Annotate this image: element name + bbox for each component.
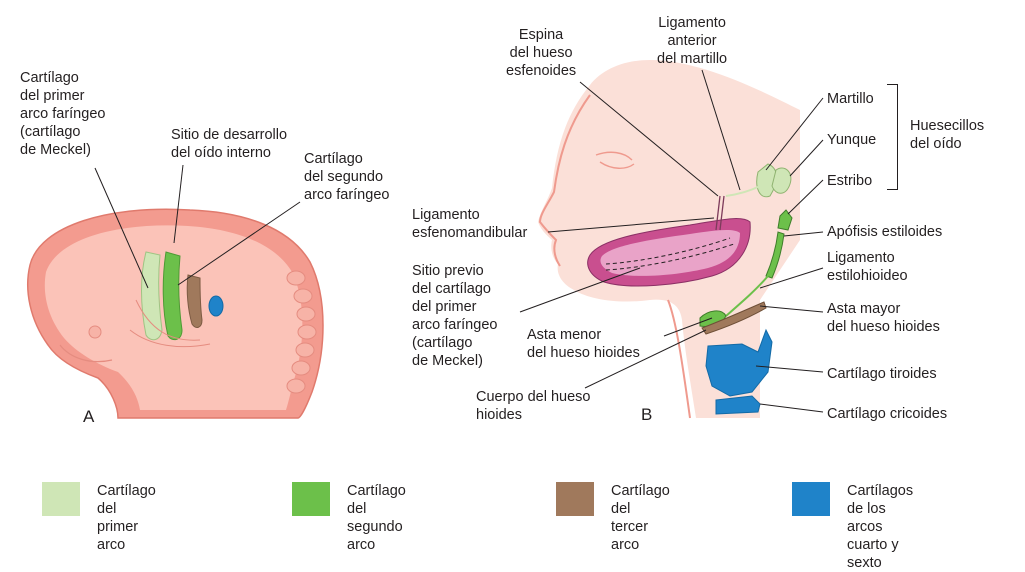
- label-malleus: Martillo: [827, 90, 874, 108]
- label-stapes: Estribo: [827, 172, 872, 190]
- label-anterior-malleus-ligament: Ligamento anterior del martillo: [657, 14, 727, 68]
- label-styloid-process: Apófisis estiloides: [827, 223, 942, 241]
- label-hyoid-body: Cuerpo del hueso hioides: [476, 388, 590, 424]
- label-ear-ossicles: Huesecillos del oído: [910, 117, 984, 153]
- second-arch-cartilage: [163, 252, 182, 340]
- legend-label-third-arch: Cartílago del tercer arco: [611, 482, 670, 554]
- label-cricoid-cartilage: Cartílago cricoides: [827, 405, 947, 423]
- label-greater-horn-hyoid: Asta mayor del hueso hioides: [827, 300, 940, 336]
- label-sphenomandibular-ligament: Ligamento esfenomandibular: [412, 206, 527, 242]
- label-stylohyoid-ligament: Ligamento estilohioideo: [827, 249, 908, 285]
- panel-a-letter: A: [83, 407, 94, 427]
- fourth-sixth-arch-cartilage: [209, 296, 223, 316]
- legend-swatch-first-arch: [42, 482, 80, 516]
- legend-swatch-third-arch: [556, 482, 594, 516]
- panel-b-letter: B: [641, 405, 652, 425]
- embryo-eye: [89, 326, 101, 338]
- first-arch-cartilage: [142, 252, 163, 340]
- legend-swatch-fourth-sixth-arch: [792, 482, 830, 516]
- legend-label-first-arch: Cartílago del primer arco: [97, 482, 156, 554]
- label-sphenoid-spine: Espina del hueso esfenoides: [506, 26, 576, 80]
- embryo-drawing: [28, 209, 323, 418]
- label-incus: Yunque: [827, 131, 876, 149]
- legend-label-fourth-sixth-arch: Cartílagos de los arcos cuarto y sexto: [847, 482, 913, 572]
- label-lesser-horn-hyoid: Asta menor del hueso hioides: [527, 326, 640, 362]
- label-thyroid-cartilage: Cartílago tiroides: [827, 365, 937, 383]
- ossicles-bracket: [887, 84, 898, 190]
- label-former-meckel-site: Sitio previo del cartílago del primer ar…: [412, 262, 497, 370]
- legend-label-second-arch: Cartílago del segundo arco: [347, 482, 406, 554]
- label-second-arch-cartilage: Cartílago del segundo arco faríngeo: [304, 150, 389, 204]
- legend-swatch-second-arch: [292, 482, 330, 516]
- label-meckel-cartilage: Cartílago del primer arco faríngeo (cart…: [20, 69, 105, 159]
- label-inner-ear-site: Sitio de desarrollo del oído interno: [171, 126, 287, 162]
- head-drawing: [538, 60, 800, 418]
